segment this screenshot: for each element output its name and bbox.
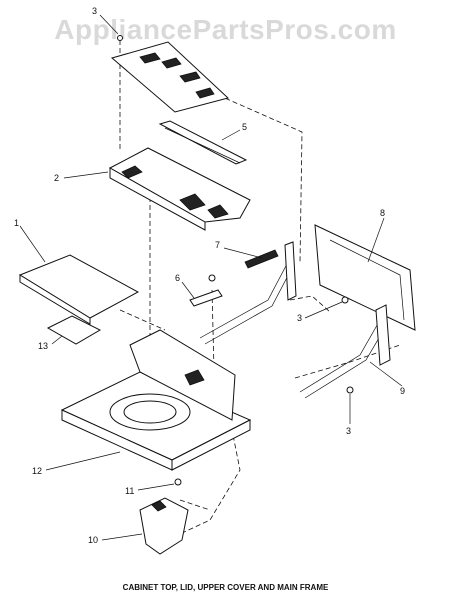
callout-3-mid: 3 [297,313,302,323]
callout-10: 10 [88,535,98,545]
callout-2: 2 [54,173,59,183]
part-8-back-panel [314,224,416,331]
part-6-bracket [189,274,223,307]
callout-9: 9 [400,386,405,396]
callout-3-bottom: 3 [346,426,351,436]
callout-5: 5 [242,122,247,132]
callout-11: 11 [125,486,134,496]
callout-13: 13 [38,341,48,351]
watermark: AppliancePartsPros.com [54,14,397,45]
part-9-frame-arm [299,304,391,399]
callout-8: 8 [380,208,385,218]
callout-3-top: 3 [92,6,97,16]
part-13-pad [46,315,102,345]
diagram-caption: CABINET TOP, LID, UPPER COVER AND MAIN F… [122,583,329,592]
leader-lines [19,14,403,541]
part-10-corner-block [139,497,189,555]
part-3-upper-panel [110,41,230,113]
part-1-lid [18,254,140,325]
callout-6: 6 [175,273,180,283]
callout-1: 1 [14,218,19,228]
part-5-rail [158,120,248,165]
part-7-frame-arm [199,241,297,345]
part-2-console [108,147,251,231]
callout-7: 7 [215,240,220,250]
part-12-cabinet-top [60,329,252,471]
fasteners [117,35,354,486]
callout-12: 12 [32,466,42,476]
callout-labels: 3 2 5 1 7 6 8 3 9 3 13 12 11 10 [14,6,405,545]
